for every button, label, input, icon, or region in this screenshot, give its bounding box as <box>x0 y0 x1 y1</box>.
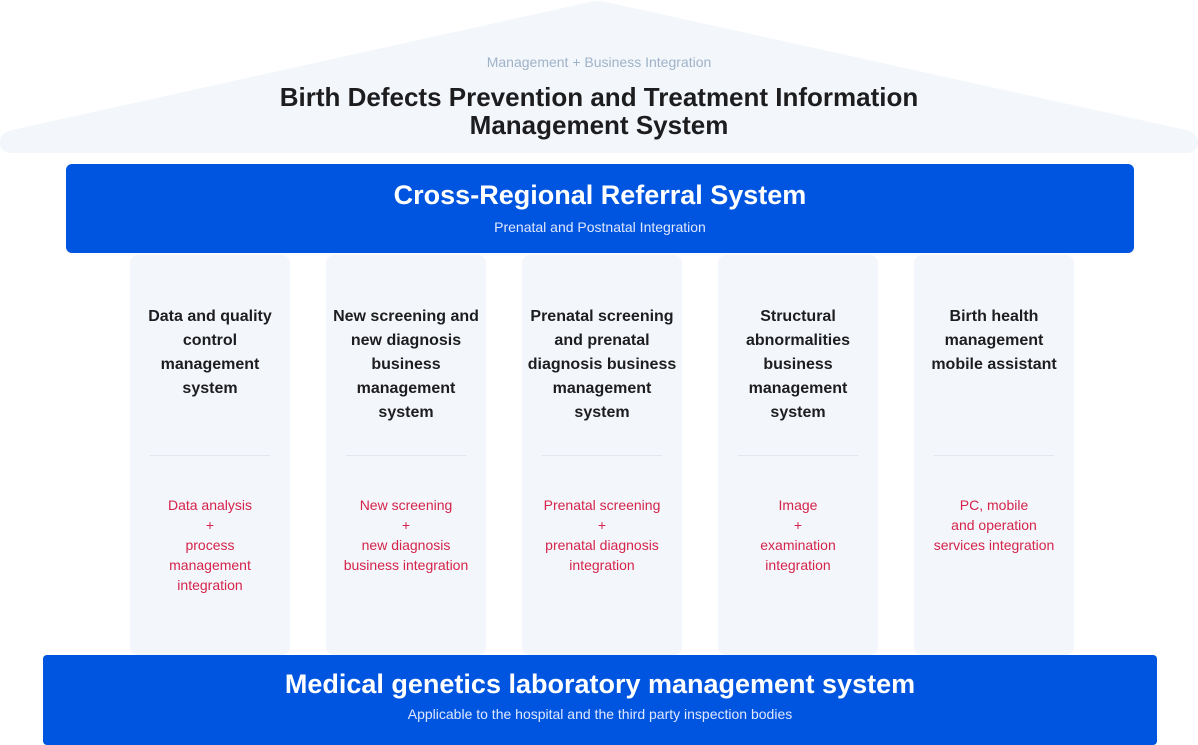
pillar-desc-line: business integration <box>343 557 469 573</box>
pillar-description: PC, mobile and operation services integrat… <box>914 495 1074 555</box>
pillar-card: Prenatal screening and prenatal diagnosis … <box>522 255 682 655</box>
referral-title: Cross-Regional Referral System <box>393 180 807 210</box>
divider <box>542 455 662 456</box>
pillar-desc-line: PC, mobile <box>959 497 1029 513</box>
foundation-band: Medical genetics laboratory management s… <box>43 655 1157 745</box>
pillar-desc-line: + <box>205 517 215 533</box>
pillar-card: New screening and new diagnosis business ma… <box>326 255 486 655</box>
title-line: Birth Defects Prevention and Treatment I… <box>279 82 919 112</box>
pillar-title-line: business <box>371 356 441 373</box>
pillar-title-line: management <box>552 380 652 397</box>
pillar-title-line: system <box>770 404 826 421</box>
pillar-desc-line: services integration <box>933 537 1055 553</box>
foundation-subtitle: Applicable to the hospital and the third… <box>407 706 793 722</box>
pillar-title-line: mobile assistant <box>931 356 1057 373</box>
pillar-title-line: management <box>356 380 456 397</box>
pillar-title-line: system <box>574 404 630 421</box>
pillar-desc-line: and operation <box>951 517 1037 533</box>
pillar-title: Structural abnormalities business managemen… <box>718 305 878 425</box>
pillar-desc-line: New screening <box>359 497 453 513</box>
pillar-title: New screening and new diagnosis business ma… <box>326 305 486 425</box>
pillar-title-line: system <box>182 380 238 397</box>
pillar-title: Birth health management mobile assistant <box>914 305 1074 377</box>
pillar-desc-line: process <box>185 537 235 553</box>
pillar-title-line: diagnosis business <box>527 356 677 373</box>
referral-subtitle: Prenatal and Postnatal Integration <box>494 219 706 235</box>
roof-shape <box>0 1 1198 153</box>
pillar-title: Prenatal screening and prenatal diagnosis … <box>522 305 682 425</box>
pillar-desc-line: Image <box>778 497 818 513</box>
pillar-title-line: management <box>748 380 848 397</box>
pillar-desc-line: integration <box>569 557 635 573</box>
divider <box>738 455 858 456</box>
pillar-title-line: new diagnosis <box>350 332 462 349</box>
foundation-title: Medical genetics laboratory management s… <box>284 669 916 699</box>
page-title: Birth Defects Prevention and Treatment I… <box>0 83 1198 139</box>
pillar-desc-line: + <box>793 517 803 533</box>
title-line: Management System <box>469 110 729 140</box>
pillar-desc-line: management <box>169 557 251 573</box>
pillar-title-line: abnormalities <box>745 332 851 349</box>
pillar-title-line: Prenatal screening <box>530 308 674 325</box>
pillar-description: New screening + new diagnosis business inte… <box>326 495 486 575</box>
pillar-desc-line: integration <box>177 577 243 593</box>
pillar-title-line: Birth health <box>949 308 1039 325</box>
pillar-desc-line: Prenatal screening <box>543 497 661 513</box>
pillar-description: Prenatal screening + prenatal diagnosis int… <box>522 495 682 575</box>
roof-subtitle: Management + Business Integration <box>486 54 712 70</box>
divider <box>150 455 270 456</box>
pillar-desc-line: new diagnosis <box>361 537 451 553</box>
divider <box>346 455 466 456</box>
pillar-title-line: management <box>944 332 1044 349</box>
pillar-title-line: management <box>160 356 260 373</box>
pillar-description: Data analysis + process management integrati… <box>130 495 290 595</box>
pillar-title-line: New screening and <box>333 308 479 325</box>
pillar-desc-line: integration <box>765 557 831 573</box>
pillar-title-line: control <box>182 332 238 349</box>
pillar-title-line: business <box>763 356 833 373</box>
pillar-desc-line: + <box>597 517 607 533</box>
pillar-desc-line: + <box>401 517 411 533</box>
pillar-desc-line: examination <box>760 537 836 553</box>
referral-system-band: Cross-Regional Referral System Prenatal … <box>66 164 1134 253</box>
pillar-title-line: Data and quality <box>148 308 272 325</box>
divider <box>934 455 1054 456</box>
pillar-card: Structural abnormalities business managemen… <box>718 255 878 655</box>
pillar-title-line: Structural <box>760 308 836 325</box>
pillar-title: Data and quality control management system <box>130 305 290 401</box>
pillar-title-line: and prenatal <box>554 332 650 349</box>
pillar-description: Image + examination integration <box>718 495 878 575</box>
pillar-title-line: system <box>378 404 434 421</box>
pillar-desc-line: prenatal diagnosis <box>545 537 659 553</box>
pillar-desc-line: Data analysis <box>167 497 253 513</box>
